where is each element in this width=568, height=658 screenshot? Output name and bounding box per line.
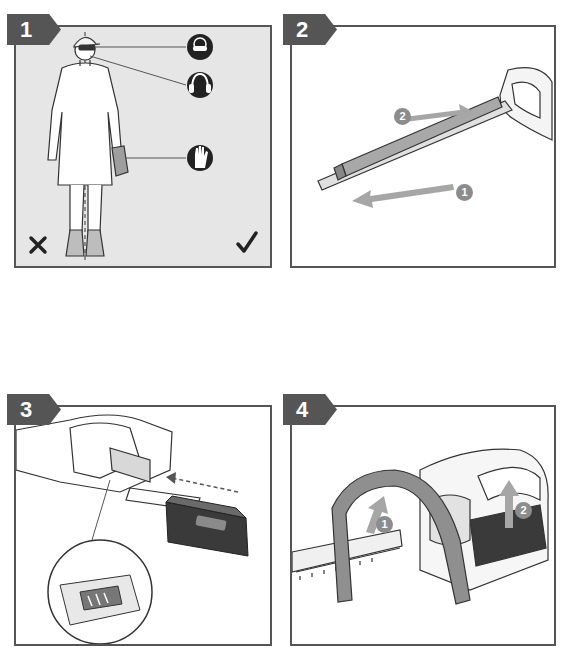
callout-circle: 1 (376, 516, 393, 533)
step-panel: 3 (14, 405, 272, 646)
step-panel: 1 (14, 25, 272, 268)
safety-icon (187, 34, 213, 171)
step-panel: 412 (290, 405, 556, 646)
direction-arrow (352, 104, 474, 208)
step-number: 4 (283, 394, 337, 425)
step-number: 3 (7, 394, 61, 425)
callout-circle: 2 (394, 108, 411, 125)
callout-number: 2 (399, 111, 405, 122)
lift-arrow (366, 480, 519, 534)
step-number: 1 (7, 14, 61, 45)
detail-inset (48, 480, 152, 644)
insert-arrow (172, 478, 238, 492)
callout-number: 2 (520, 505, 526, 516)
hedge-trimmer (292, 449, 548, 604)
correct-mark (238, 233, 256, 251)
callout-number: 1 (381, 519, 387, 530)
battery-pack (166, 496, 248, 556)
step-panel: 221 (290, 25, 556, 268)
callout-number: 1 (461, 187, 467, 198)
step-number: 2 (283, 14, 337, 45)
panel-ground (15, 26, 271, 267)
leader-line (90, 47, 186, 158)
hedge-trimmer-blade (318, 68, 552, 190)
wrong-mark (31, 238, 45, 252)
callout-circle: 2 (515, 502, 532, 519)
callout-circle: 1 (456, 184, 473, 201)
operator-figure (48, 37, 128, 256)
insert-arrow-head (166, 472, 176, 484)
